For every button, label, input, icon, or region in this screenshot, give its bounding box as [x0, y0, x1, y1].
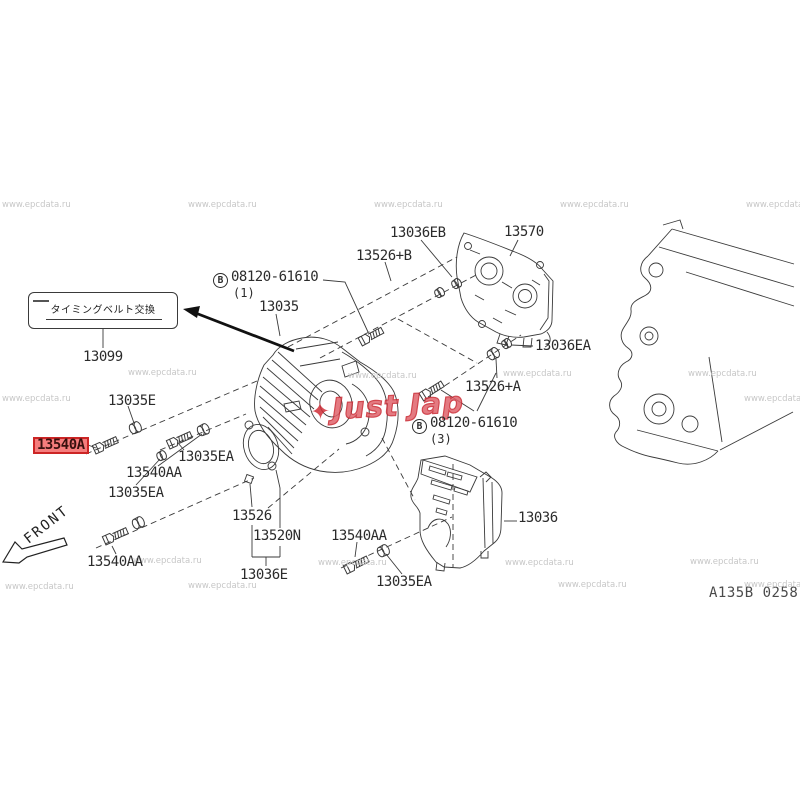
part-label-13540AA: 13540AA: [331, 528, 387, 544]
epcdata-watermark: www.epcdata.ru: [348, 371, 417, 381]
note-tick-mark: [33, 300, 49, 302]
highlighted-part-label-13540A: 13540A: [33, 437, 89, 454]
part-label-13540AA: 13540AA: [87, 554, 143, 570]
part-label-13036E: 13036E: [240, 567, 288, 583]
gasket-ring: [242, 420, 280, 485]
washer-icon: [499, 336, 514, 351]
part-label-13036: 13036: [518, 510, 558, 526]
note-arrow: [183, 306, 295, 353]
washer-icon: [449, 276, 464, 291]
nut-icon: [485, 345, 502, 362]
leader-lines: [87, 239, 534, 575]
front-arrow: [1, 537, 68, 564]
circled-B-icon: B: [213, 273, 228, 288]
epcdata-watermark: www.epcdata.ru: [5, 582, 74, 592]
part-label-13520N: 13520N: [253, 528, 301, 544]
note-underline: [46, 319, 162, 320]
epcdata-watermark: www.epcdata.ru: [744, 394, 800, 404]
part-label-13526: 13526: [232, 508, 272, 524]
bolt-icon: [91, 435, 120, 455]
part-label-13036EA: 13036EA: [535, 338, 591, 354]
circled-B-icon: B: [412, 419, 427, 434]
epcdata-watermark: www.epcdata.ru: [2, 200, 71, 210]
part-label-13526+A: 13526+A: [465, 379, 521, 395]
part-label-13526+B: 13526+B: [356, 248, 412, 264]
diagram-code: A135B 0258: [709, 585, 799, 601]
epcdata-watermark: www.epcdata.ru: [133, 556, 202, 566]
part-label-13099: 13099: [83, 349, 123, 365]
note-text: タイミングベルト交換: [50, 305, 156, 316]
epcdata-watermark: www.epcdata.ru: [688, 369, 757, 379]
part-label-13540AA: 13540AA: [126, 465, 182, 481]
timing-belt-note-box: タイミングベルト交換: [28, 292, 178, 329]
rear-cover-13570: [455, 232, 554, 348]
epcdata-watermark: www.epcdata.ru: [2, 394, 71, 404]
logo-star-icon: ✦: [309, 396, 333, 427]
epcdata-watermark: www.epcdata.ru: [505, 558, 574, 568]
epcdata-watermark: www.epcdata.ru: [558, 580, 627, 590]
engine-block-outline: [609, 219, 795, 465]
epcdata-watermark: www.epcdata.ru: [746, 200, 800, 210]
epcdata-watermark: www.epcdata.ru: [128, 368, 197, 378]
part-label-13036EB: 13036EB: [390, 225, 446, 241]
part-label-13035: 13035: [259, 299, 299, 315]
part-label-qty3qty: (3): [430, 432, 452, 446]
epcdata-watermark: www.epcdata.ru: [560, 200, 629, 210]
bolt-icon: [101, 526, 130, 546]
lower-cover-13036: [410, 455, 503, 572]
epcdata-watermark: www.epcdata.ru: [374, 200, 443, 210]
epcdata-watermark: www.epcdata.ru: [744, 580, 800, 590]
bolt-icon: [357, 325, 385, 347]
epcdata-watermark: www.epcdata.ru: [188, 200, 257, 210]
epcdata-watermark: www.epcdata.ru: [690, 557, 759, 567]
part-label-qty1qty: (1): [233, 286, 255, 300]
part-label-13035EA: 13035EA: [178, 449, 234, 465]
nut-icon: [130, 515, 147, 531]
part-label-13035EA: 13035EA: [376, 574, 432, 590]
part-label-13035E: 13035E: [108, 393, 156, 409]
epcdata-watermark: www.epcdata.ru: [503, 369, 572, 379]
part-label-13035EA: 13035EA: [108, 485, 164, 501]
part-label-13570: 13570: [504, 224, 544, 240]
epcdata-watermark: www.epcdata.ru: [318, 558, 387, 568]
epcdata-watermark: www.epcdata.ru: [188, 581, 257, 591]
